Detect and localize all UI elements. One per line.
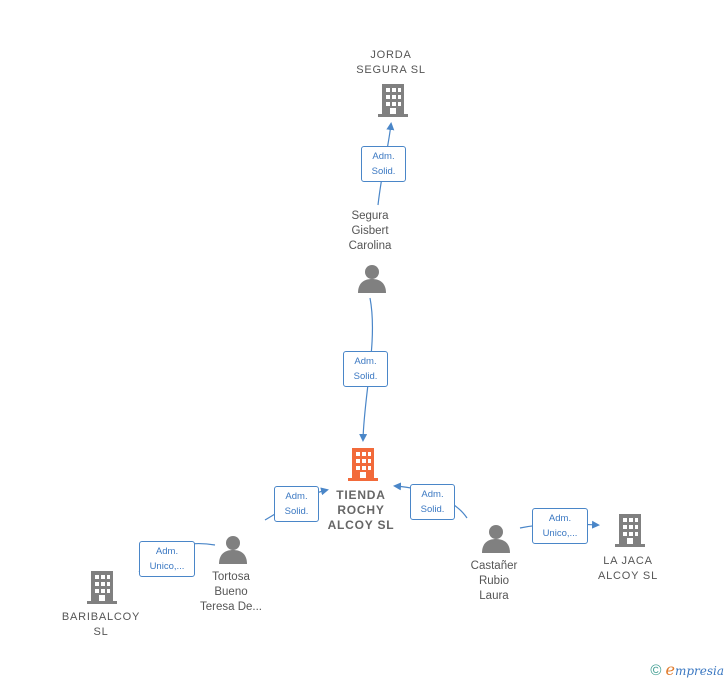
edge-badge-castaner-lajaca: Adm. Unico,...	[532, 508, 588, 544]
edge-badge-castaner-tienda: Adm. Solid.	[410, 484, 455, 520]
node-label-tienda[interactable]: TIENDA ROCHY ALCOY SL	[327, 488, 395, 532]
node-label-segura[interactable]: Segura Gisbert Carolina	[348, 210, 392, 252]
building-main-icon	[348, 448, 378, 481]
building-icon	[615, 514, 645, 547]
brand-name: mpresia	[674, 664, 724, 678]
edge-badge-tortosa-tienda: Adm. Solid.	[274, 486, 319, 522]
node-label-jorda[interactable]: JORDA SEGURA SL	[356, 49, 426, 76]
edge-badge-segura-jorda: Adm. Solid.	[361, 146, 406, 182]
building-icon	[87, 571, 117, 604]
copyright-symbol: ©	[650, 662, 662, 679]
building-icon	[378, 84, 408, 117]
node-label-tortosa[interactable]: Tortosa Bueno Teresa De...	[200, 571, 262, 613]
person-icon	[219, 536, 247, 564]
node-label-baribalcoy[interactable]: BARIBALCOY SL	[61, 611, 141, 638]
edge-badge-segura-tienda: Adm. Solid.	[343, 351, 388, 387]
node-label-castaner[interactable]: Castañer Rubio Laura	[470, 560, 518, 602]
node-label-lajaca[interactable]: LA JACA ALCOY SL	[597, 555, 658, 582]
edge-badge-tortosa-baribalcoy: Adm. Unico,...	[139, 541, 195, 577]
brand-logo-letter: e	[665, 660, 675, 679]
footer-brand: ©empresia	[650, 660, 724, 679]
person-icon	[482, 525, 510, 553]
person-icon	[358, 265, 386, 293]
